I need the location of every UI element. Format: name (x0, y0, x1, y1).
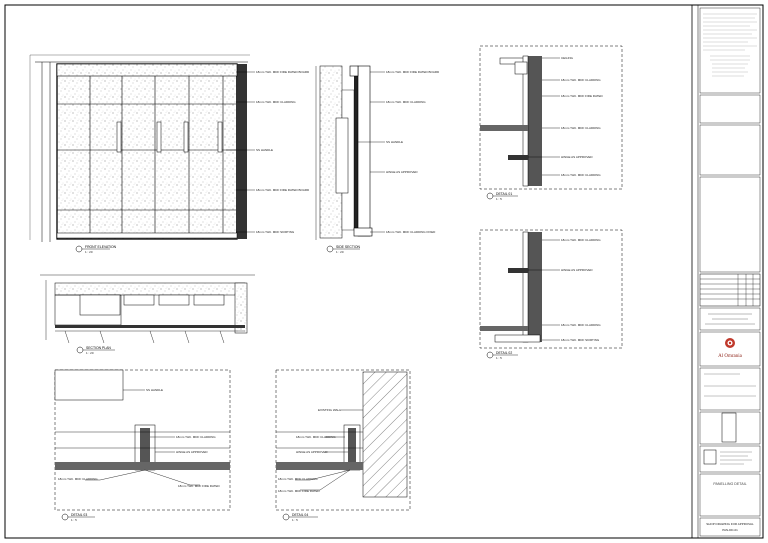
sheet-border (4, 4, 764, 539)
d1-scale: 1 : 5 (496, 197, 502, 201)
d2-label-1: 18mm THK. MDF CLADDING (561, 238, 601, 242)
title-footer: SHOP DRAWING FOR APPROVAL (706, 522, 754, 526)
fe-scale: 1 : 20 (85, 250, 93, 254)
detail-02: 18mm THK. MDF CLADDING HINGE AS APPROVED… (479, 229, 623, 360)
d1-label-3: 18mm THK. MDF FIRE RATED (561, 94, 604, 98)
detail-01: CEILING 18mm THK. MDF CLADDING 18mm THK.… (479, 45, 623, 201)
sp-scale: 1 : 20 (86, 351, 94, 355)
d4-label-5: 18mm THK. MDF FIRE RATED (278, 489, 321, 493)
d4-label-3: HINGE AS APPROVED (296, 450, 328, 454)
d3-label-3: HINGE AS APPROVED (176, 450, 208, 454)
d1-label-5: HINGE AS APPROVED (561, 155, 593, 159)
title-block: Al Omrania PANELLING DETAIL SHOP DRAWING… (699, 7, 761, 537)
d3-label-5: 18mm THK. MDF FIRE RATED (178, 484, 221, 488)
front-elevation: 18mm THK. MDF FIRE RATED BOARD 18mm THK.… (29, 54, 310, 254)
d2-label-3: 18mm THK. MDF CLADDING (561, 323, 601, 327)
fe-label-4: 18mm THK. MDF FIRE RATED BOARD (256, 188, 310, 192)
d2-label-4: 18mm THK. MDF SKIRTING (561, 338, 600, 342)
fe-label-3: SS HANDLE (256, 148, 273, 152)
d4-label-1: EXISTING WALL (318, 408, 341, 412)
side-section: 18mm THK. MDF FIRE RATED BOARD 18mm THK.… (315, 65, 440, 254)
d3-scale: 1 : 5 (71, 518, 77, 522)
d1-label-6: 18mm THK. MDF CLADDING (561, 173, 601, 177)
ss-label-3: SS HANDLE (386, 140, 403, 144)
d3-label-2: 18mm THK. MDF CLADDING (176, 435, 216, 439)
ss-scale: 1 : 20 (336, 250, 344, 254)
d4-label-4: 18mm THK. MDF CLADDING (278, 477, 318, 481)
fe-label-2: 18mm THK. MDF CLADDING (256, 100, 296, 104)
d1-label-4: 18mm THK. MDF CLADDING (561, 126, 601, 130)
d3-label-4: 18mm THK. MDF CLADDING (58, 477, 98, 481)
company-logo (725, 338, 735, 348)
section-plan: SECTION PLAN 1 : 20 (40, 274, 255, 355)
drawing-number: PAN-DD-01 (722, 528, 738, 532)
fe-label-5: 18mm THK. MDF SKIRTING (256, 230, 295, 234)
d3-label-1: SS HANDLE (146, 388, 163, 392)
d2-scale: 1 : 5 (496, 356, 502, 360)
ss-label-2: 18mm THK. MDF CLADDING (386, 100, 426, 104)
d2-title: DETAIL 02 (496, 351, 512, 355)
detail-03: SS HANDLE 18mm THK. MDF CLADDING HINGE A… (54, 369, 231, 522)
d4-label-2: 18mm THK. MDF CLADDING (296, 435, 336, 439)
d4-scale: 1 : 5 (292, 518, 298, 522)
d1-label-2: 18mm THK. MDF CLADDING (561, 78, 601, 82)
d1-title: DETAIL 01 (496, 192, 512, 196)
fe-label-1: 18mm THK. MDF FIRE RATED BOARD (256, 70, 310, 74)
ss-label-5: 18mm THK. MDF CLADDING FIXED (386, 230, 436, 234)
d3-title: DETAIL 03 (71, 513, 87, 517)
detail-04: EXISTING WALL 18mm THK. MDF CLADDING HIN… (275, 369, 411, 522)
ss-title: SIDE SECTION (336, 245, 360, 249)
ss-label-4: HINGE AS APPROVED (386, 170, 418, 174)
fe-title: FRONT ELEVATION (85, 245, 117, 249)
d4-title: DETAIL 04 (292, 513, 308, 517)
sheet-name: PANELLING DETAIL (713, 482, 746, 486)
sp-title: SECTION PLAN (86, 346, 111, 350)
d2-label-2: HINGE AS APPROVED (561, 268, 593, 272)
company-name: Al Omrania (718, 354, 743, 359)
ss-label-1: 18mm THK. MDF FIRE RATED BOARD (386, 70, 440, 74)
d1-label-1: CEILING (561, 56, 574, 60)
